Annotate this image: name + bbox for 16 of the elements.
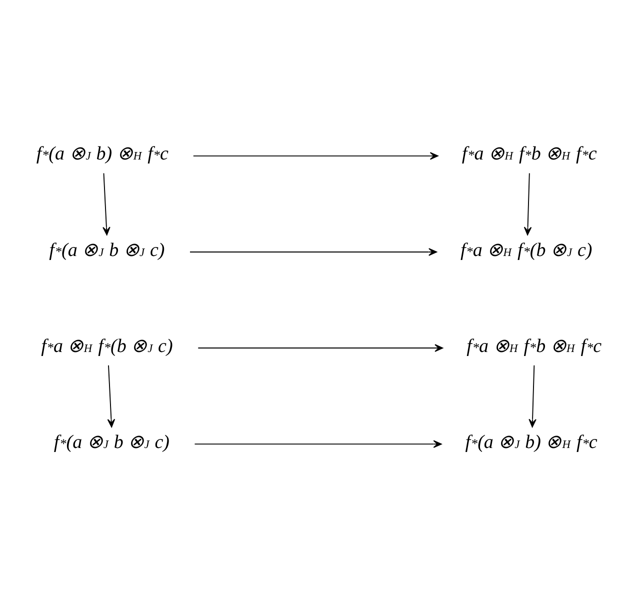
node-text: f*a ⊗H f*b ⊗H f*c bbox=[462, 143, 597, 164]
arrow bbox=[524, 172, 532, 235]
node-text: f*(a ⊗J b ⊗J c) bbox=[54, 431, 170, 452]
node-text: f*(a ⊗J b ⊗J c) bbox=[49, 239, 165, 260]
arrow bbox=[190, 248, 437, 256]
node-text: f*a ⊗H f*(b ⊗J c) bbox=[460, 239, 592, 260]
arrow bbox=[102, 172, 110, 235]
node-text: f*(a ⊗J b) ⊗H f*c bbox=[465, 431, 598, 452]
arrow bbox=[192, 152, 438, 160]
arrow bbox=[194, 440, 442, 448]
node-text: f*a ⊗H f*b ⊗H f*c bbox=[466, 335, 602, 356]
arrow bbox=[107, 364, 116, 427]
node-text: f*(a ⊗J b) ⊗H f*c bbox=[36, 143, 168, 164]
arrow bbox=[528, 364, 536, 427]
node-text: f*a ⊗H f*(b ⊗J c) bbox=[41, 335, 173, 356]
arrow bbox=[198, 344, 444, 352]
